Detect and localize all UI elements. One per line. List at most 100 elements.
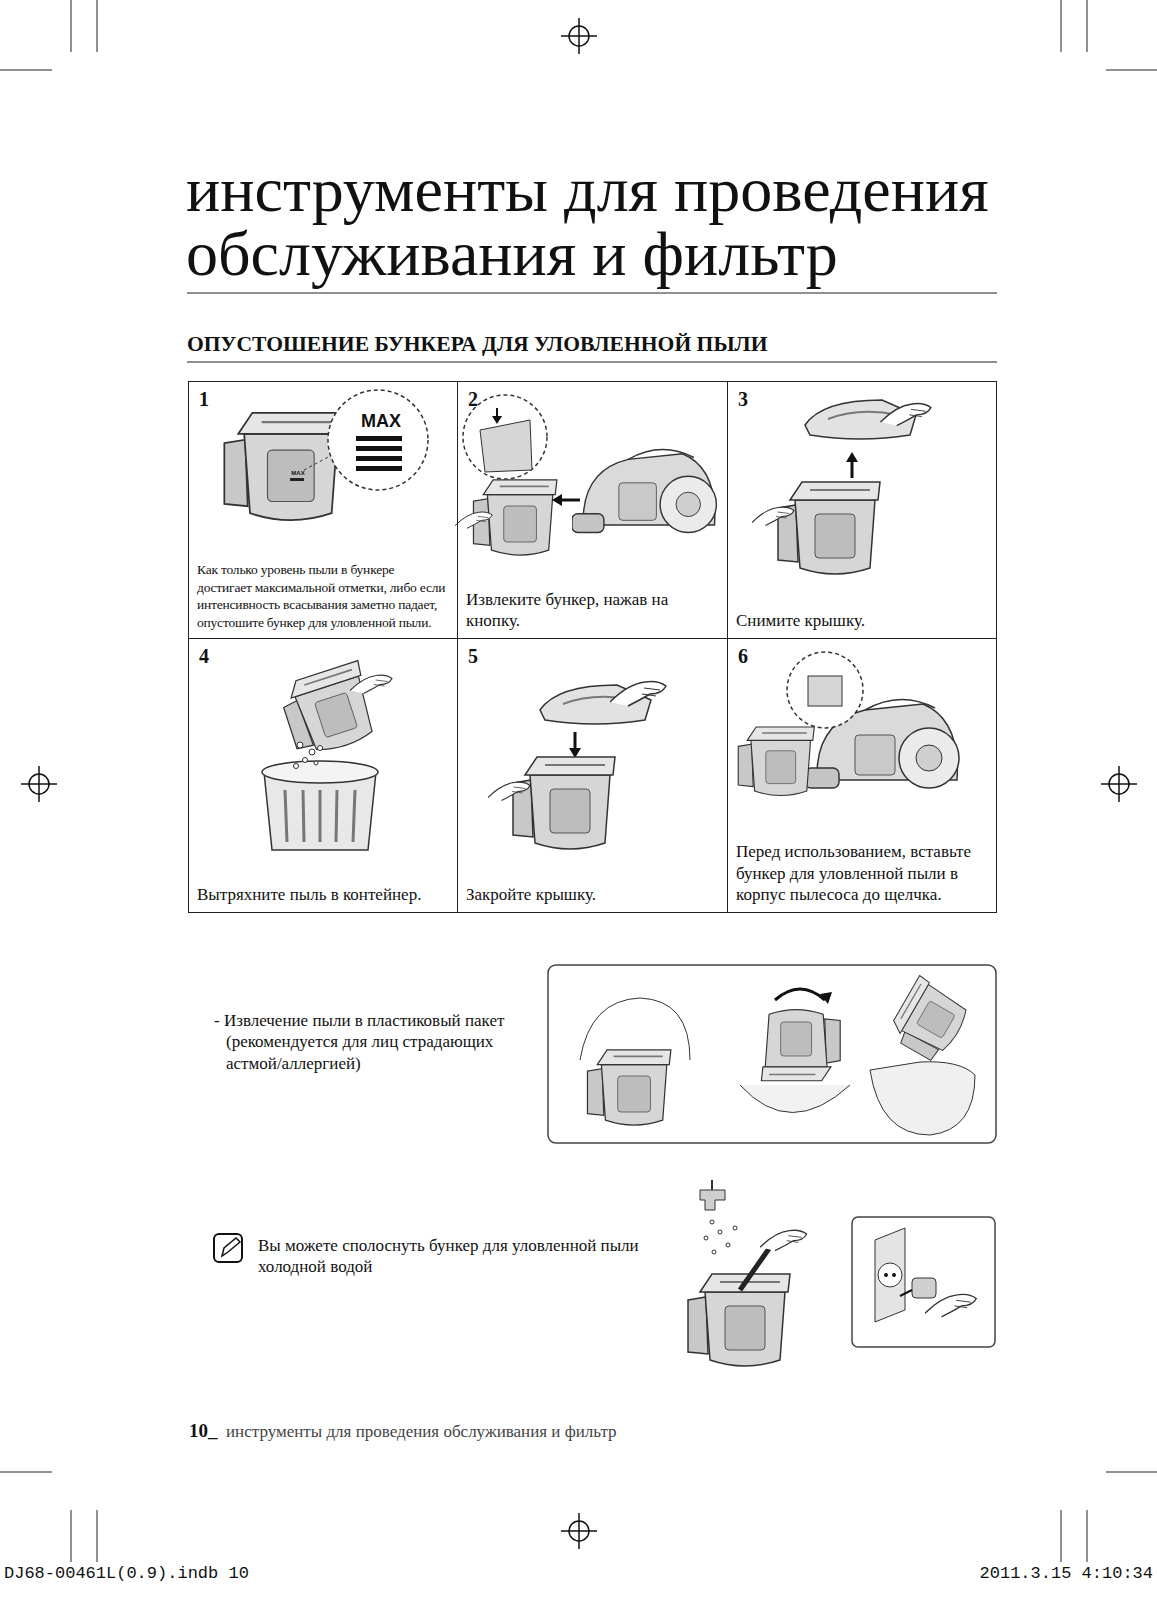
art-shape [852,1217,995,1347]
art-shape [704,1220,737,1254]
art-shape [884,1273,888,1277]
art-shape [0,70,52,71]
art-shape [740,1085,850,1113]
art-shape [886,976,973,1066]
art-shape [277,661,382,760]
step-number: 6 [738,645,748,667]
art-shape [328,390,428,490]
note-icon [214,1234,242,1262]
art-shape [304,455,332,470]
art-shape [787,652,863,728]
art-shape [303,758,308,763]
art-shape [513,757,615,849]
art-shape [1087,1510,1088,1562]
art-shape [925,1294,976,1316]
print-date: 2011.3.15 4:10:34 [853,1563,1153,1584]
art-shape [187,361,997,362]
art-shape [214,1234,242,1262]
footer-text: инструменты для проведения обслуживания … [226,1421,746,1442]
step-caption: Перед использованием, вставьте бункер дл… [736,841,990,906]
art-shape [552,494,562,506]
art-shape [97,0,98,52]
art-shape [285,790,355,842]
rinse-note: Вы можете сполоснуть бункер для уловленн… [258,1235,668,1278]
art-shape [492,416,502,424]
art-shape [578,1513,580,1549]
art-shape [294,742,323,769]
art-shape [710,1220,714,1224]
art-shape [572,450,716,533]
art-shape [71,0,72,52]
rinse-illustration [688,1180,807,1366]
art-shape [775,989,825,1000]
art-shape [314,761,318,765]
art-shape [97,1510,98,1562]
step-cell: 2Извлеките бункер, нажав на кнопку. [457,381,728,639]
art-shape [726,1243,730,1247]
step-number: 2 [468,388,478,410]
art-shape [356,446,402,451]
art-shape [548,965,996,1143]
art-shape [761,1010,840,1081]
art-shape [71,1510,72,1562]
art-shape [878,1263,902,1287]
empty-bin-illustration [262,661,392,850]
max-mark: MAX [356,410,406,433]
art-shape [222,1238,240,1256]
art-shape [846,452,858,462]
art-shape [912,1278,936,1298]
art-shape [870,1062,975,1135]
art-shape [712,1250,716,1254]
art-shape [700,1190,725,1210]
page-number: 10_ [189,1419,229,1443]
art-shape [761,1010,840,1081]
bag-note: - Извлечение пыли в пластиковый пакет (р… [214,1010,526,1074]
step-caption: Вытряхните пыль в контейнер. [197,884,451,906]
art-shape [187,292,997,293]
step-caption: Как только уровень пыли в бункере достиг… [197,561,451,632]
art-shape [488,782,530,800]
art-shape [294,764,299,769]
art-shape [738,727,814,796]
art-shape [560,499,580,502]
art-shape [262,761,378,783]
art-shape [0,1472,52,1473]
art-shape [356,466,402,471]
art-shape [224,413,343,520]
art-shape [309,749,315,755]
art-shape [1106,70,1157,71]
art-shape [587,1050,670,1125]
art-shape [733,1226,737,1230]
step-number: 3 [738,388,748,410]
step-cell: 5Закройте крышку. [457,638,728,913]
art-shape [318,746,323,751]
close-lid-illustration [488,682,666,850]
registration-marks [21,18,1137,1549]
section-heading: ОПУСТОШЕНИЕ БУНКЕРА ДЛЯ УЛОВЛЕННОЙ ПЫЛИ [187,331,1007,358]
bunker-max-illustration [224,390,428,520]
art-shape [356,436,402,441]
art-shape [752,507,794,525]
art-shape [290,478,304,481]
art-shape [875,1228,905,1322]
step-number: 4 [199,645,209,667]
step-cell: 4Вытряхните пыль в контейнер. [188,638,458,913]
art-shape [350,675,392,693]
art-shape [718,1230,722,1234]
art-shape [1061,0,1062,52]
plastic-bag-illustration [548,965,996,1143]
insert-bunker-illustration [738,652,959,796]
art-shape [760,1230,807,1250]
step-caption: Извлеките бункер, нажав на кнопку. [466,589,721,633]
art-shape [886,976,973,1066]
page-title: инструменты для проведения обслуживания … [186,158,1006,286]
step-caption: Снимите крышку. [736,610,990,632]
art-shape [1118,766,1120,802]
step-number: 1 [199,388,209,410]
step-cell: 1Как только уровень пыли в бункере дости… [188,381,458,639]
art-shape [711,1180,713,1190]
file-name: DJ68-00461L(0.9).indb 10 [4,1563,304,1584]
art-shape [578,18,580,54]
art-shape [881,404,931,426]
art-shape [297,742,303,748]
